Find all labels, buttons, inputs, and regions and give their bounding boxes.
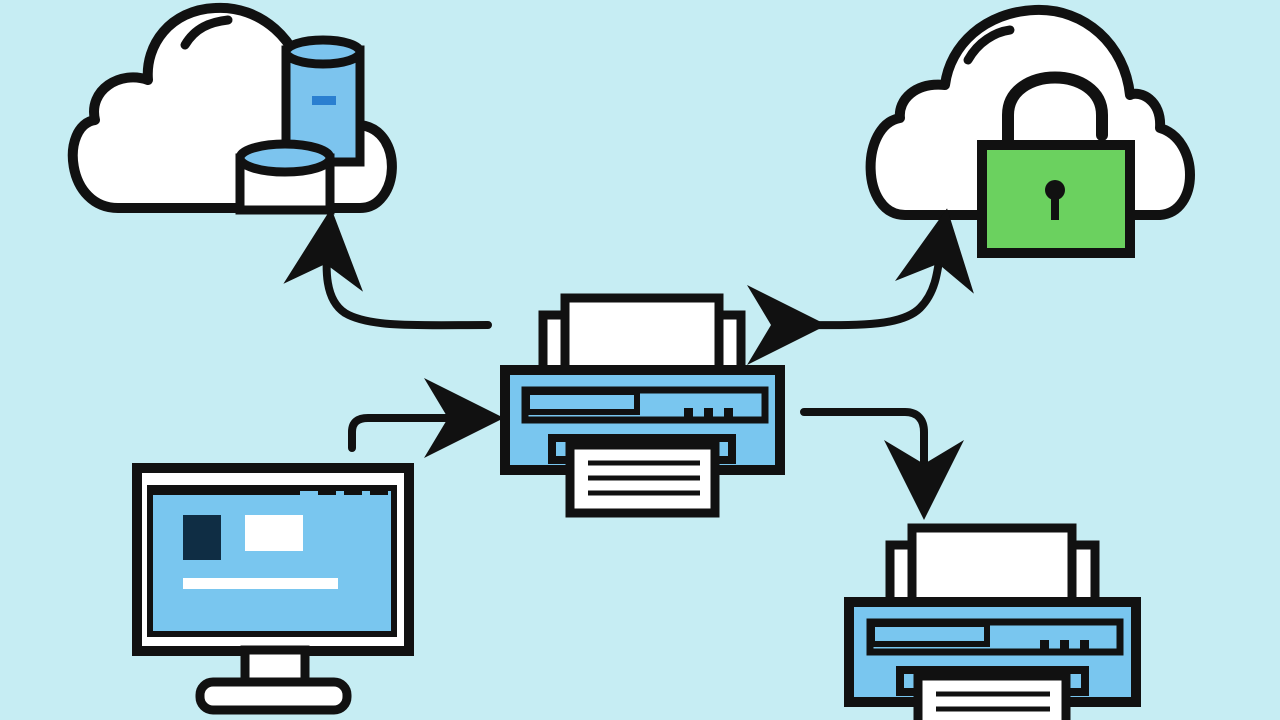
printer2-paper-in [907, 523, 1077, 608]
cloud-highlight-secure [963, 25, 1015, 65]
printer-button-1 [684, 408, 693, 417]
screen-white-tile [245, 515, 303, 551]
database-cylinder-small-icon [235, 139, 335, 215]
printer-output-icon [844, 523, 1141, 720]
printer-icon [500, 293, 785, 518]
cloud-lock-icon [865, 4, 1195, 258]
lock-shackle [1002, 71, 1108, 151]
arrow-printer-to-cloud-storage [283, 208, 492, 330]
lock-icon [977, 71, 1135, 258]
monitor-icon [132, 463, 414, 715]
cloud-highlight [180, 15, 233, 50]
cloud-database-icon [67, 2, 397, 215]
monitor-base [195, 677, 352, 715]
arrow-printer-cloud-secure [746, 208, 974, 365]
printer2-display [869, 621, 990, 647]
printer-paper-in [560, 293, 724, 378]
screen-text-line [183, 578, 338, 589]
printer-button-3 [724, 408, 733, 417]
screen-dark-tile [183, 515, 221, 560]
database-cylinder-icon [281, 35, 365, 167]
keyhole-icon [1045, 180, 1065, 200]
monitor-screen [147, 485, 397, 637]
printer-button-2 [704, 408, 713, 417]
printer2-paper-out [913, 671, 1071, 720]
arrow-printer-to-output [800, 408, 964, 520]
printer-display [524, 389, 640, 415]
arrow-computer-to-printer [348, 378, 504, 458]
screen-top-bar [150, 485, 300, 495]
